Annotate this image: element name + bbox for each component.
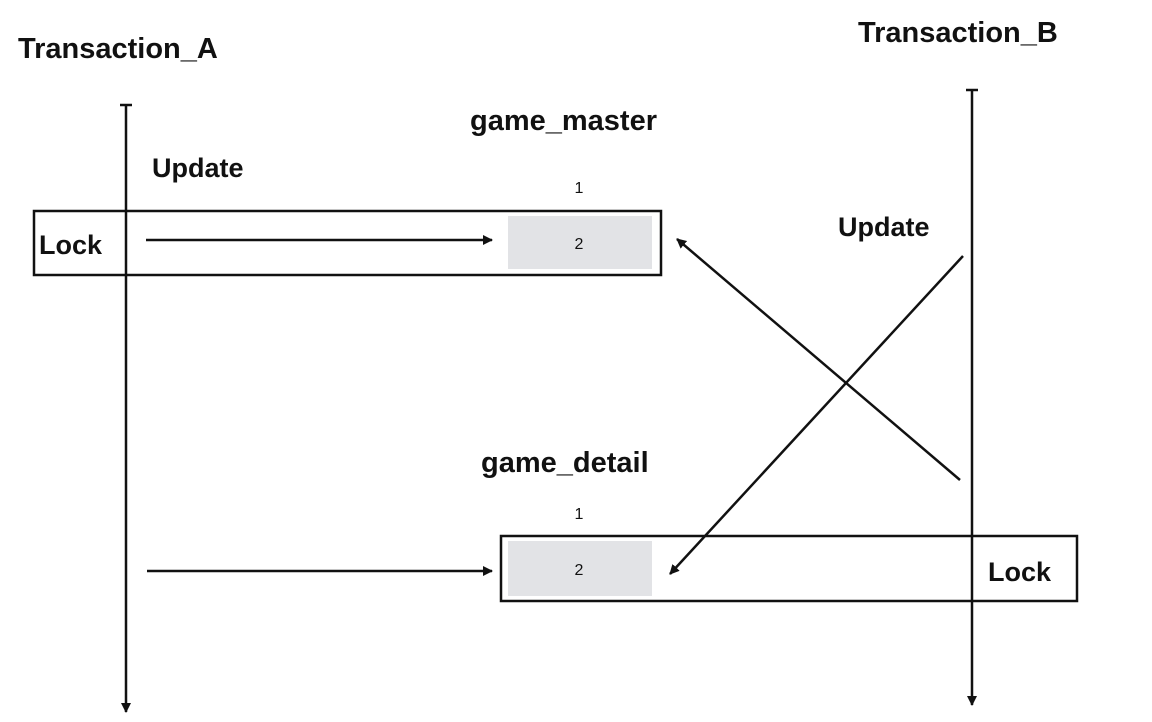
game-detail-row-1: 1 [575,506,584,523]
game-detail-lock-frame [499,534,1079,603]
game-master-row-2: 2 [575,236,584,253]
game-detail-locked-row [508,541,652,596]
transaction-a: Transaction_A Update [18,33,244,713]
game-master-lock-frame [32,209,663,277]
game-detail-title: game_detail [481,447,649,479]
arrows [146,235,964,576]
transaction-a-title: Transaction_A [18,33,218,65]
transaction-b: Transaction_B Update [838,17,1058,706]
transaction-a-lock-label: Lock [39,230,103,260]
transaction-b-title: Transaction_B [858,17,1058,49]
game-master-table: game_master 1 2 Lock [32,105,663,277]
transaction-a-update-label: Update [152,153,244,183]
arrow-b-to-game-master [676,238,961,481]
game-detail-table: game_detail 1 2 Lock [481,447,1079,603]
game-master-row-1: 1 [575,180,584,197]
game-master-locked-row [508,216,652,269]
transaction-b-update-label: Update [838,212,930,242]
transaction-b-lock-label: Lock [988,557,1052,587]
game-detail-row-2: 2 [575,562,584,579]
arrow-b-to-game-detail [669,255,964,575]
game-master-title: game_master [470,105,657,137]
